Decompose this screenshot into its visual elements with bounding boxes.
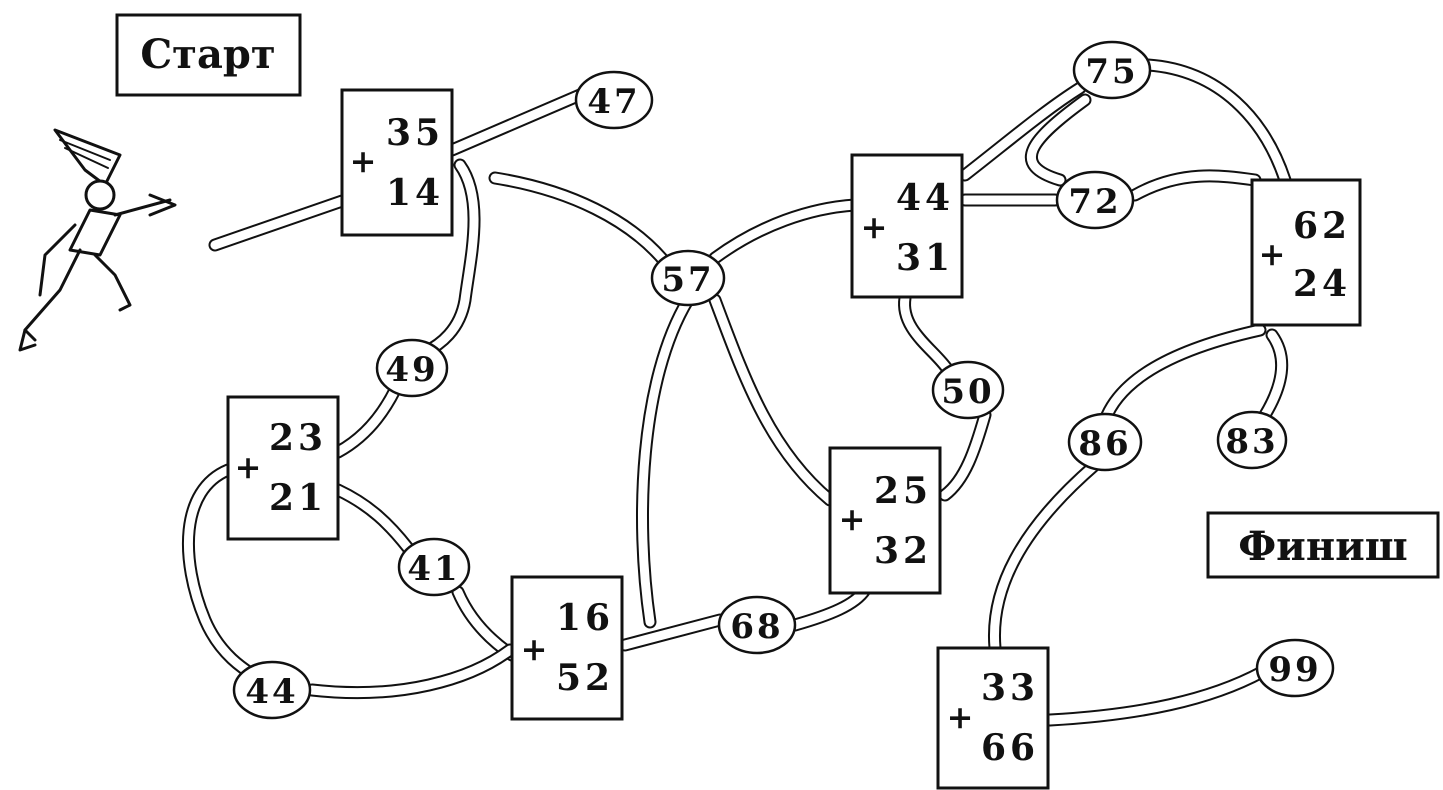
finish-label: Финиш bbox=[1238, 523, 1408, 570]
road-57-68 bbox=[635, 293, 695, 629]
road-75-72 bbox=[1024, 93, 1092, 187]
sum-top: 44 bbox=[896, 177, 954, 219]
sum-box-6: + 16 52 bbox=[510, 575, 624, 721]
sum-box-7: + 33 66 bbox=[936, 646, 1050, 790]
sum-top: 25 bbox=[874, 470, 932, 512]
sum-bottom: 52 bbox=[556, 657, 614, 699]
start-label-box: Старт bbox=[115, 13, 302, 97]
svg-text:50: 50 bbox=[941, 372, 994, 412]
sum-box-1: + 35 14 bbox=[340, 88, 454, 237]
answer-47: 47 bbox=[574, 70, 654, 130]
road-41-s6 bbox=[451, 585, 519, 662]
sum-top: 62 bbox=[1293, 205, 1351, 247]
sum-box-3: + 62 24 bbox=[1250, 178, 1362, 327]
answer-75: 75 bbox=[1072, 40, 1152, 100]
road-s4-44 bbox=[181, 463, 265, 685]
road-s2-50 bbox=[898, 291, 955, 377]
road-s4-41 bbox=[331, 483, 415, 555]
svg-text:99: 99 bbox=[1268, 650, 1321, 690]
plus-sign: + bbox=[1259, 235, 1286, 273]
road-57-s5 bbox=[708, 293, 837, 507]
svg-text:75: 75 bbox=[1085, 52, 1138, 92]
road-s3-83 bbox=[1258, 328, 1289, 422]
road-s6-68 bbox=[618, 613, 727, 652]
svg-text:49: 49 bbox=[385, 350, 438, 390]
sum-box-4: + 23 21 bbox=[226, 395, 340, 541]
answer-41: 41 bbox=[397, 537, 471, 597]
sum-top: 16 bbox=[556, 597, 614, 639]
road-72-s3 bbox=[1128, 169, 1262, 202]
road-57-s2 bbox=[708, 198, 862, 265]
sum-bottom: 24 bbox=[1293, 263, 1351, 305]
sum-bottom: 21 bbox=[269, 477, 327, 519]
road-start bbox=[208, 193, 352, 252]
road-s1-47 bbox=[445, 88, 587, 157]
answer-49: 49 bbox=[375, 338, 449, 398]
answer-83: 83 bbox=[1216, 410, 1288, 470]
answer-44: 44 bbox=[232, 660, 312, 720]
road-86-s7 bbox=[987, 458, 1102, 655]
start-label: Старт bbox=[140, 31, 275, 78]
svg-text:47: 47 bbox=[587, 82, 640, 122]
sum-box-2: + 44 31 bbox=[850, 153, 964, 299]
svg-text:68: 68 bbox=[730, 607, 783, 647]
gnome-character-icon bbox=[18, 128, 177, 352]
road-68-s5 bbox=[788, 583, 872, 632]
sum-top: 35 bbox=[386, 112, 444, 154]
svg-text:44: 44 bbox=[245, 672, 298, 712]
road-75-s3 bbox=[1141, 58, 1292, 187]
svg-text:83: 83 bbox=[1225, 422, 1278, 462]
sum-box-5: + 25 32 bbox=[828, 446, 942, 595]
road-s3-86 bbox=[1098, 323, 1267, 427]
plus-sign: + bbox=[235, 448, 262, 486]
road-s1-49 bbox=[418, 158, 481, 359]
road-s7-99 bbox=[1043, 665, 1269, 727]
sum-bottom: 31 bbox=[896, 237, 954, 279]
answer-86: 86 bbox=[1067, 412, 1143, 472]
answer-72: 72 bbox=[1055, 170, 1135, 230]
road-s1-57 bbox=[488, 171, 672, 269]
svg-text:86: 86 bbox=[1078, 424, 1131, 464]
road-44-s6 bbox=[305, 643, 517, 700]
road-49-s4 bbox=[331, 383, 402, 459]
answer-99: 99 bbox=[1255, 638, 1335, 698]
road-50-s5 bbox=[938, 408, 992, 502]
sum-bottom: 32 bbox=[874, 530, 932, 572]
svg-text:41: 41 bbox=[407, 549, 460, 589]
plus-sign: + bbox=[861, 208, 888, 246]
svg-text:72: 72 bbox=[1068, 182, 1121, 222]
svg-text:57: 57 bbox=[661, 260, 714, 300]
sum-top: 23 bbox=[269, 417, 327, 459]
plus-sign: + bbox=[521, 630, 548, 668]
plus-sign: + bbox=[839, 500, 866, 538]
plus-sign: + bbox=[947, 698, 974, 736]
finish-label-box: Финиш bbox=[1206, 511, 1440, 579]
road-s2-75 bbox=[958, 81, 1087, 182]
sum-bottom: 66 bbox=[981, 727, 1039, 769]
sum-bottom: 14 bbox=[386, 172, 444, 214]
answer-50: 50 bbox=[931, 360, 1005, 420]
answer-68: 68 bbox=[717, 595, 797, 655]
answer-57: 57 bbox=[650, 249, 726, 307]
roads bbox=[181, 58, 1292, 727]
sum-top: 33 bbox=[981, 667, 1039, 709]
plus-sign: + bbox=[350, 142, 377, 180]
